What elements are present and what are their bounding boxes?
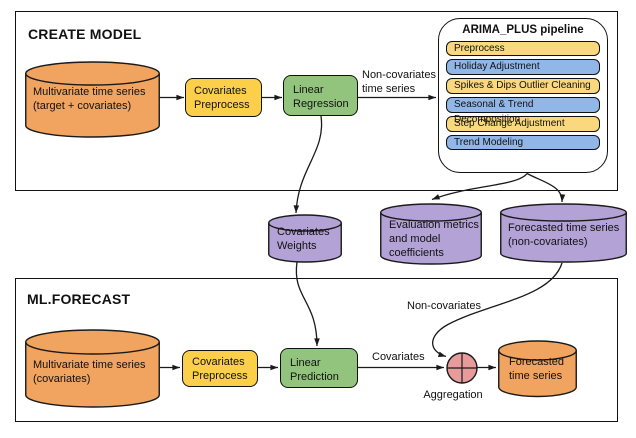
- forecasted-output-label: Forecasted time series: [509, 356, 565, 382]
- arrow-pipeline-to-evaluation: [431, 173, 528, 201]
- evaluation-metrics-cylinder: [380, 203, 482, 265]
- arrow-pipeline-to-forecast-noncov: [526, 172, 566, 203]
- aggregation-label: Aggregation: [423, 389, 483, 401]
- arrow-noncov-to-aggregation: [431, 262, 563, 358]
- create-model-section: [15, 11, 618, 191]
- multivariate-covariates-label: Multivariate time series (covariates): [33, 359, 146, 385]
- arrow-weights-to-prediction: [295, 261, 320, 347]
- evaluation-metrics-label: Evaluation metrics and model coefficient…: [389, 219, 479, 259]
- pipeline-step-seasonal-trend: Seasonal & Trend Decomposition: [446, 97, 600, 125]
- pipeline-step-spikes-dips: Spikes & Dips Outlier Cleaning: [446, 78, 600, 94]
- noncovariates-edge-label: Non-covariates: [407, 300, 481, 312]
- linear-regression-box: Linear Regression: [283, 75, 358, 116]
- arima-plus-pipeline: ARIMA_PLUS pipeline Preprocess Holiday A…: [438, 18, 608, 173]
- pipeline-step-step-change: Step Change Adjustment: [446, 116, 600, 132]
- covariates-weights-label: Covariates Weights: [277, 226, 330, 252]
- noncovariates-ts-edge-label: Non-covariates time series: [362, 69, 436, 95]
- pipeline-step-preprocess: Preprocess: [446, 40, 600, 56]
- covariates-preprocess-box: Covariates Preprocess: [185, 78, 262, 117]
- forecasted-output-cylinder: [498, 340, 577, 398]
- ml-forecast-section: [15, 278, 618, 422]
- pipeline-step-trend-modeling: Trend Modeling: [446, 134, 600, 151]
- multivariate-target-label: Multivariate time series (target + covar…: [33, 86, 146, 112]
- pipeline-step-holiday-adjustment: Holiday Adjustment: [446, 59, 600, 75]
- arrow-group: [159, 94, 566, 371]
- pipeline-title: ARIMA_PLUS pipeline: [462, 24, 584, 36]
- create-model-title: CREATE MODEL: [28, 26, 142, 42]
- arrow-regression-to-weights: [293, 115, 323, 214]
- covariates-preprocess2-box: Covariates Preprocess: [182, 350, 258, 387]
- multivariate-covariates-cylinder: [25, 329, 160, 408]
- covariates-weights-cylinder: [268, 214, 342, 263]
- forecast-noncovariates-cylinder: [500, 203, 627, 263]
- multivariate-target-cylinder: [25, 61, 160, 138]
- aggregation-node: [446, 352, 478, 384]
- covariates-edge-label: Covariates: [372, 351, 425, 363]
- linear-prediction-box: Linear Prediction: [280, 348, 358, 388]
- plus-icon: [447, 353, 477, 383]
- ml-forecast-title: ML.FORECAST: [27, 291, 131, 307]
- forecast-noncovariates-label: Forecasted time series (non-covariates): [508, 222, 620, 248]
